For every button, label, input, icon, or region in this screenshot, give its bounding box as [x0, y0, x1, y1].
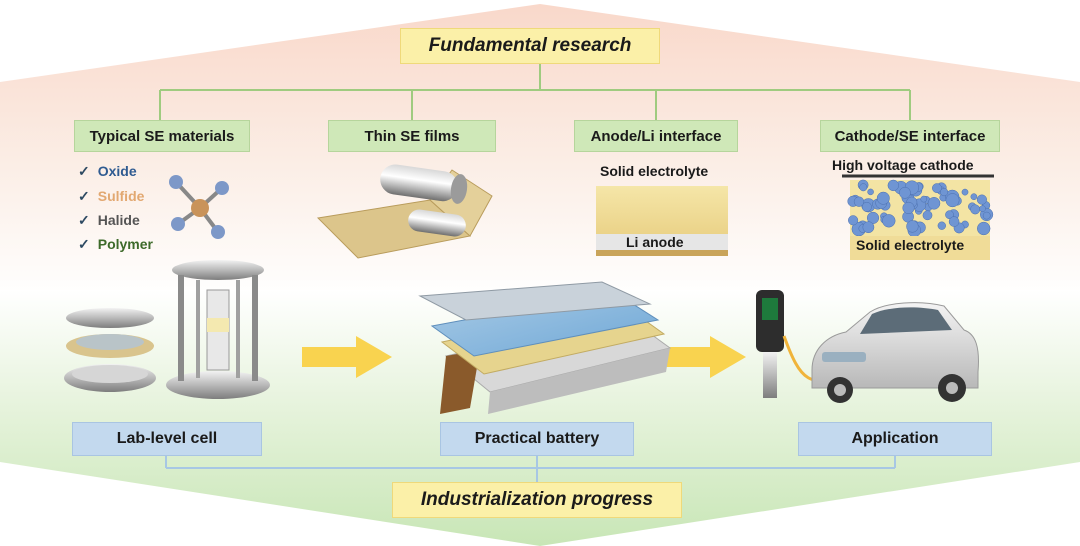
cathode-particle [859, 183, 868, 192]
checkmark-icon: ✓ [78, 188, 90, 204]
thin-film-roller-icon [316, 164, 493, 259]
research-band [0, 4, 1080, 300]
stage-lab-level-cell: Lab-level cell [72, 422, 262, 456]
industrialization-band [0, 290, 1080, 546]
cathode-particle [937, 221, 946, 230]
cathode-particle [961, 188, 969, 196]
topic-cathode-se-interface: Cathode/SE interface [820, 120, 1000, 152]
molecule-icon [169, 175, 229, 239]
material-label: Polymer [97, 236, 153, 252]
cathode-particle [970, 193, 978, 201]
cathode-panel-top-label: High voltage cathode [832, 157, 974, 173]
cathode-particle [902, 201, 915, 214]
stage-application: Application [798, 422, 992, 456]
stage-practical-battery: Practical battery [440, 422, 634, 456]
pouch-battery-icon [418, 281, 672, 414]
cathode-particle [970, 204, 981, 215]
material-label: Oxide [97, 163, 137, 179]
cathode-particle [861, 201, 872, 212]
material-label: Sulfide [97, 188, 145, 204]
anode-interface-panel [596, 186, 728, 256]
material-halide: ✓ Halide [78, 212, 140, 229]
cathode-particle [932, 183, 942, 193]
cathode-particle [922, 210, 933, 221]
cathode-particle [876, 191, 890, 205]
research-connectors [159, 64, 911, 120]
checkmark-icon: ✓ [78, 212, 90, 228]
cathode-particle [948, 216, 960, 227]
topic-thin-se-films: Thin SE films [328, 120, 496, 152]
cathode-panel-bottom-label: Solid electrolyte [856, 237, 965, 253]
fundamental-research-banner: Fundamental research [400, 28, 660, 64]
cathode-interface-panel [842, 174, 994, 260]
cathode-particle [927, 197, 941, 210]
material-label: Halide [97, 212, 140, 228]
cathode-particle [848, 215, 859, 226]
industrialization-progress-banner: Industrialization progress [392, 482, 682, 518]
topic-typical-se-materials: Typical SE materials [74, 120, 250, 152]
progress-arrow-1 [302, 336, 392, 378]
cathode-particle [882, 214, 896, 228]
cathode-particle [887, 179, 899, 192]
car-icon [811, 302, 979, 403]
test-cell-fixture-icon [166, 260, 270, 399]
material-oxide: ✓ Oxide [78, 163, 137, 180]
coin-cell-icon [64, 308, 156, 392]
cathode-particle [920, 195, 928, 203]
cathode-particle [853, 196, 865, 207]
cathode-particle [982, 211, 991, 220]
checkmark-icon: ✓ [78, 163, 90, 179]
cathode-particle [945, 193, 960, 208]
material-sulfide: ✓ Sulfide [78, 188, 144, 205]
anode-panel-top-label: Solid electrolyte [600, 163, 709, 179]
material-polymer: ✓ Polymer [78, 236, 153, 253]
anode-panel-bottom-label: Li anode [626, 234, 684, 250]
cathode-particle [899, 186, 911, 199]
progress-arrow-2 [656, 336, 746, 378]
cathode-particle [945, 210, 954, 220]
checkmark-icon: ✓ [78, 236, 90, 252]
cathode-particle [979, 205, 986, 213]
cathode-particle [906, 220, 919, 233]
industrialization-connectors [165, 456, 896, 482]
topic-anode-li-interface: Anode/Li interface [574, 120, 738, 152]
cathode-particle [862, 221, 875, 234]
cathode-particle [940, 188, 949, 197]
cathode-particle [867, 188, 874, 196]
cathode-particle [977, 221, 991, 236]
cathode-particles [847, 179, 994, 238]
cathode-particle [976, 194, 987, 205]
